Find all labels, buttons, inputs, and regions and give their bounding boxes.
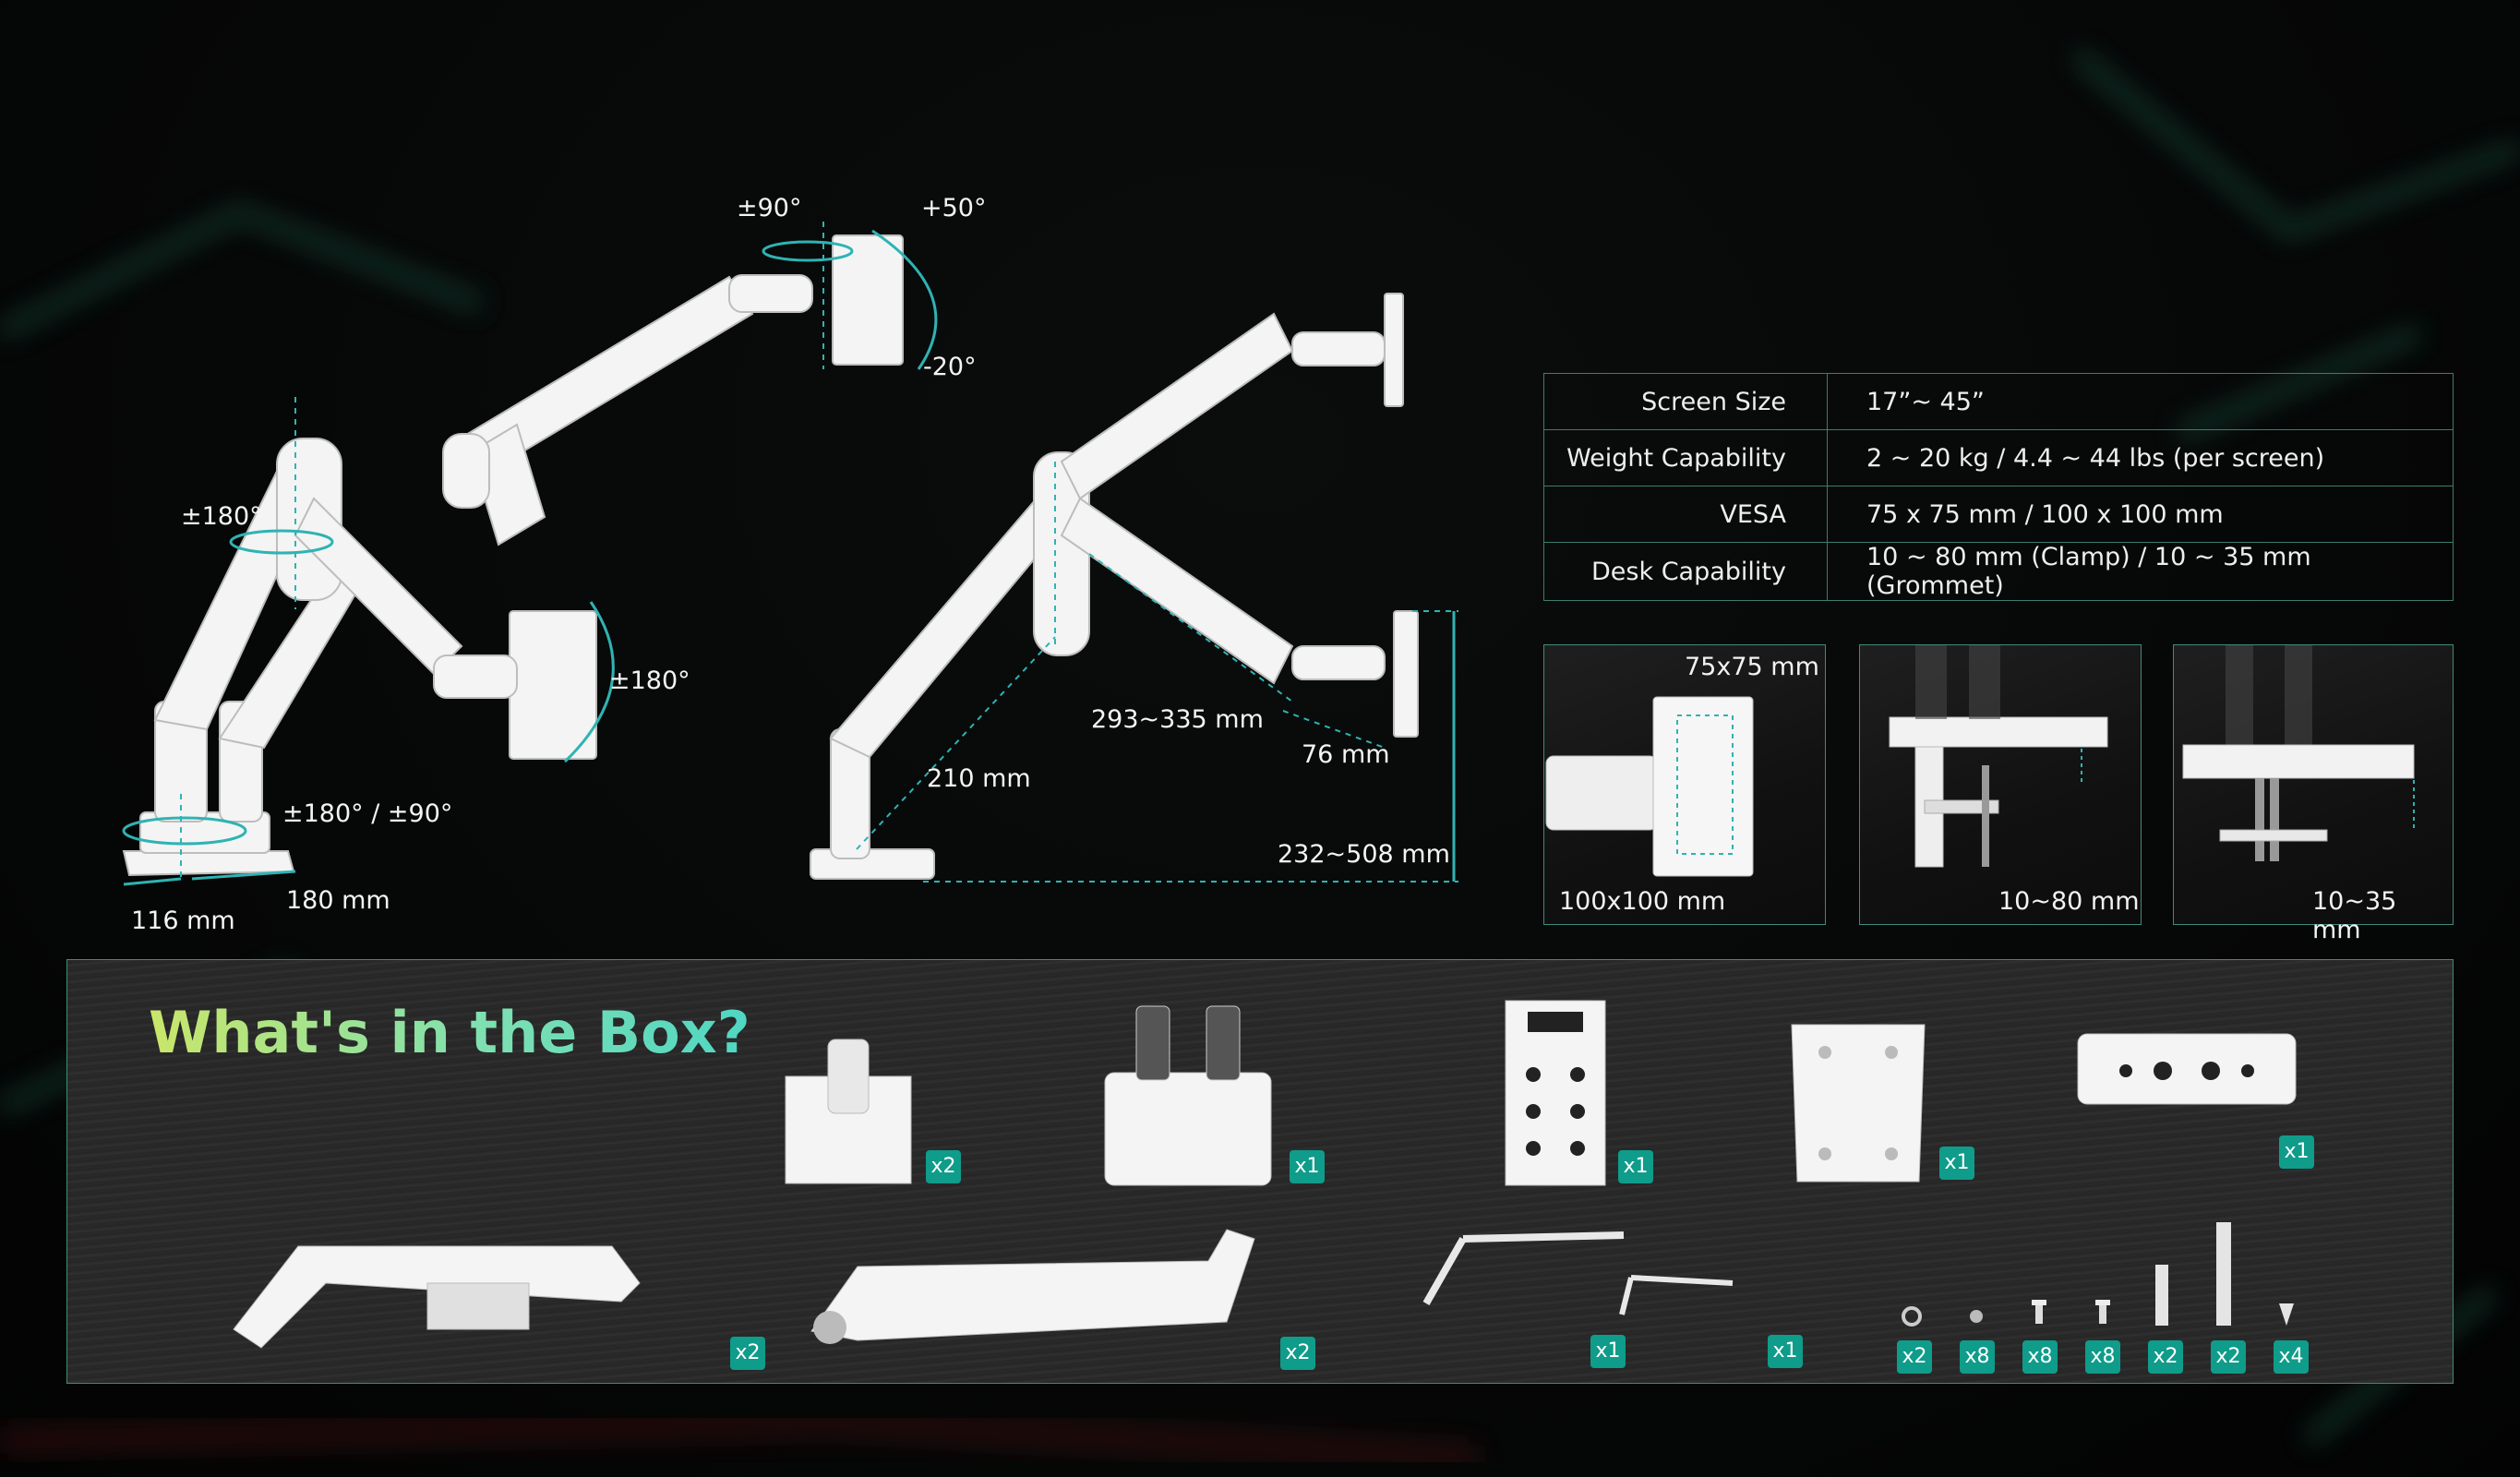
arm-length-label: 293~335 mm	[1091, 705, 1264, 734]
tilt-up-label: +50°	[921, 194, 987, 222]
qty-badge: x2	[1280, 1337, 1315, 1370]
left-arm-illustration	[122, 222, 938, 886]
qty-badge: x1	[1618, 1150, 1653, 1183]
plate-depth-label: 76 mm	[1302, 740, 1390, 769]
qty-badge: x4	[2274, 1340, 2309, 1374]
arm-rotate-label: ±180°	[181, 502, 262, 531]
whats-in-the-box-section: What's in the Box? x2 x1 x1 x1	[66, 959, 2454, 1384]
grommet-plate-part-image	[2077, 1033, 2297, 1105]
spec-row: Screen Size 17”~ 45”	[1543, 373, 2454, 430]
spec-row: Desk Capability 10 ~ 80 mm (Clamp) / 10 …	[1543, 542, 2454, 601]
qty-badge: x1	[1590, 1335, 1626, 1368]
vesa-plate-illustration	[1545, 696, 1754, 877]
base-rotate-label: ±180° / ±90°	[282, 799, 453, 828]
qty-badge: x2	[730, 1337, 765, 1370]
clamp-caption: 10~80 mm	[1998, 887, 2140, 916]
spec-value: 2 ~ 20 kg / 4.4 ~ 44 lbs (per screen)	[1827, 429, 2454, 486]
gas-spring-arm-part-image	[233, 1245, 641, 1349]
base-depth-label: 116 mm	[131, 907, 235, 935]
clamp-plate-part-image	[1791, 1024, 1926, 1183]
qty-badge: x1	[2279, 1135, 2314, 1169]
grommet-caption: 10~35 mm	[2312, 887, 2397, 944]
qty-badge: x2	[2211, 1340, 2246, 1374]
spec-label: VESA	[1543, 486, 1828, 543]
pole-reach-label: 210 mm	[927, 764, 1031, 793]
spec-label: Desk Capability	[1543, 542, 1828, 601]
spec-row: VESA 75 x 75 mm / 100 x 100 mm	[1543, 486, 2454, 543]
spec-value: 17”~ 45”	[1827, 373, 2454, 430]
lower-arm-part-image	[810, 1229, 1255, 1344]
large-hex-key-part-image	[1422, 1231, 1625, 1305]
qty-badge: x8	[2022, 1340, 2058, 1374]
spec-value: 10 ~ 80 mm (Clamp) / 10 ~ 35 mm (Grommet…	[1827, 542, 2454, 601]
height-range-label: 232~508 mm	[1278, 840, 1450, 869]
base-part-image	[1104, 1005, 1272, 1186]
right-arm-illustration	[810, 293, 1458, 883]
screen-rotate-label: ±180°	[609, 666, 690, 695]
swivel-head-label: ±90°	[737, 194, 802, 222]
tilt-down-label: -20°	[923, 353, 977, 381]
qty-badge: x2	[2148, 1340, 2183, 1374]
spec-value: 75 x 75 mm / 100 x 100 mm	[1827, 486, 2454, 543]
vesa-bottom-label: 100x100 mm	[1559, 887, 1726, 916]
small-hex-key-part-image	[1619, 1275, 1734, 1315]
qty-badge: x8	[1960, 1340, 1995, 1374]
qty-badge: x2	[926, 1150, 961, 1183]
clamp-illustration	[1889, 645, 2108, 868]
spec-row: Weight Capability 2 ~ 20 kg / 4.4 ~ 44 l…	[1543, 429, 2454, 486]
spec-label: Weight Capability	[1543, 429, 1828, 486]
qty-badge: x1	[1768, 1335, 1803, 1368]
spec-label: Screen Size	[1543, 373, 1828, 430]
box-title: What's in the Box?	[149, 999, 750, 1066]
screws-image	[1902, 1222, 2294, 1327]
vesa-top-label: 75x75 mm	[1685, 653, 1819, 681]
qty-badge: x1	[1939, 1147, 1974, 1180]
grommet-panel: 10~35 mm	[2173, 644, 2454, 944]
grommet-illustration	[2182, 645, 2415, 861]
spec-table: Screen Size 17”~ 45” Weight Capability 2…	[1543, 373, 2454, 601]
qty-badge: x1	[1290, 1150, 1325, 1183]
qty-badge: x8	[2085, 1340, 2120, 1374]
vesa-panel: 75x75 mm 100x100 mm	[1543, 644, 1826, 925]
qty-badge: x2	[1897, 1340, 1932, 1374]
base-width-label: 180 mm	[286, 886, 390, 915]
clamp-panel: 10~80 mm	[1859, 644, 2142, 925]
